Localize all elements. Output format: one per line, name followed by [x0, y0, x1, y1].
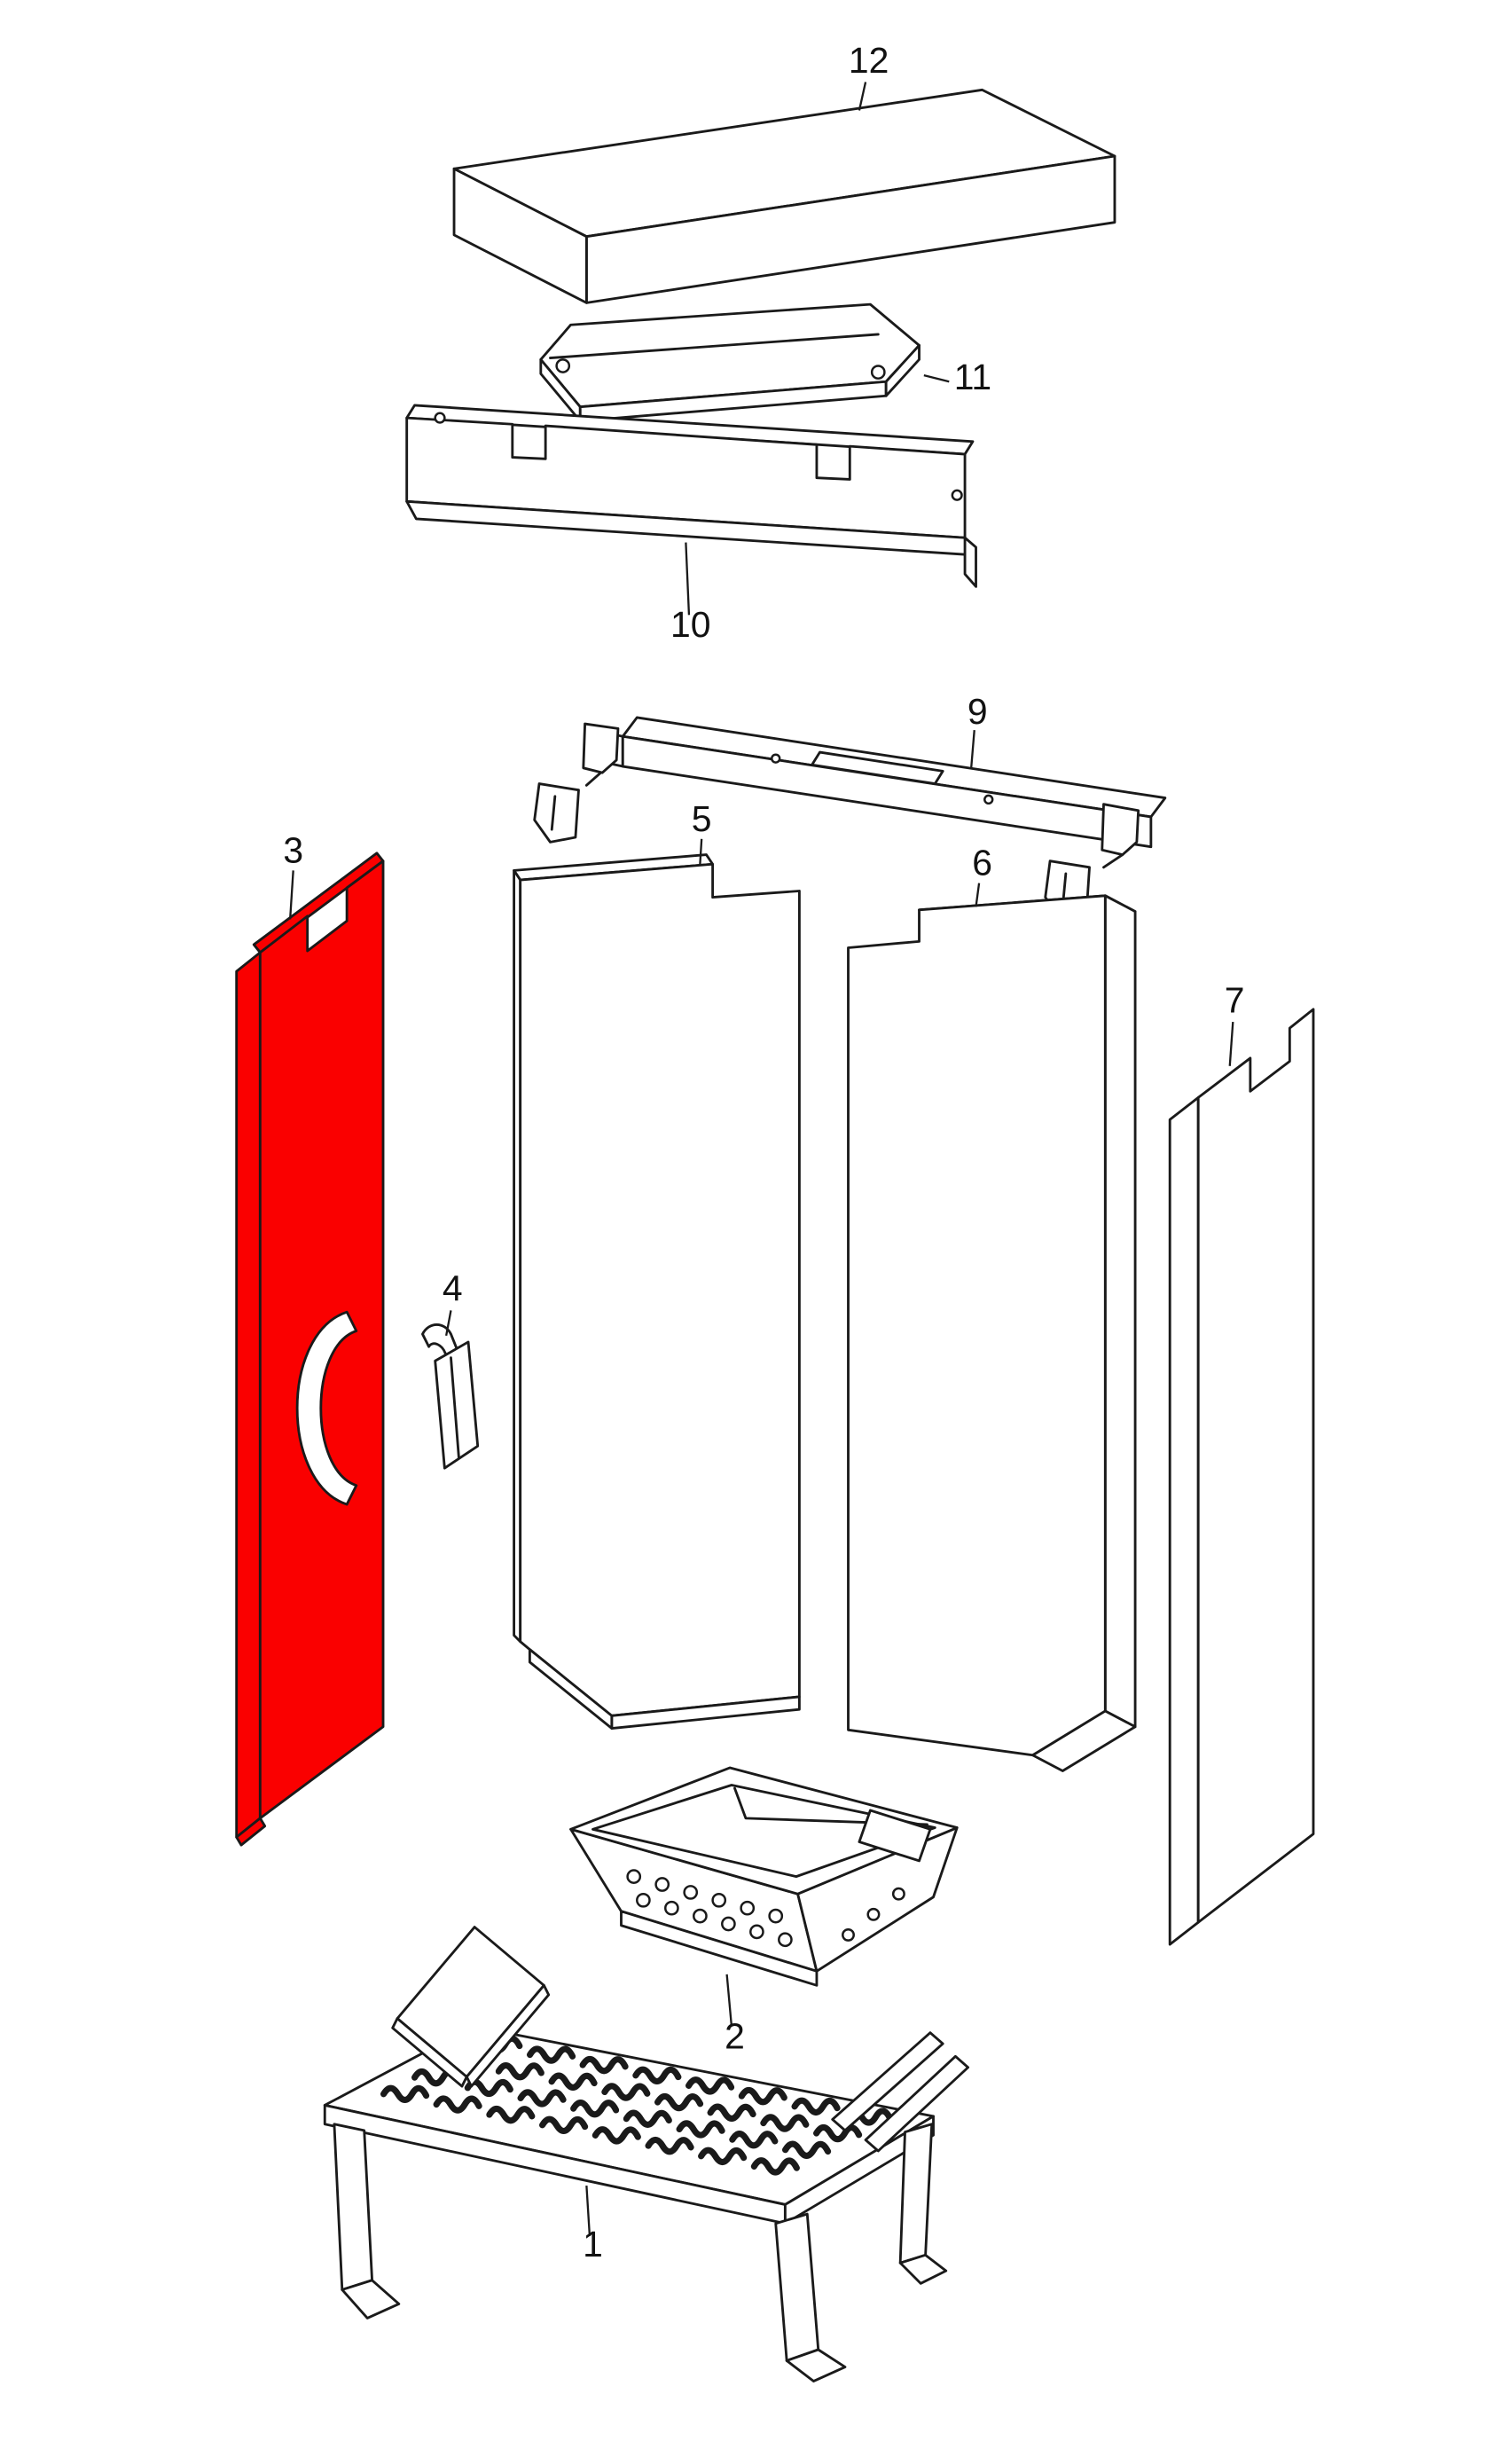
detail-line	[1102, 853, 1124, 869]
part-1-riddle-lever	[831, 2031, 970, 2153]
part-2-base-edge	[620, 1910, 819, 1987]
part-1-leg	[898, 2123, 934, 2265]
part-1-coal-box-edge-right	[465, 1983, 551, 2088]
part-12-left-face	[452, 167, 588, 304]
part-9-right-clip-tab	[1101, 803, 1140, 857]
part-5-chamfer-edge	[528, 1648, 614, 1730]
part-12-top-board: 12	[452, 40, 1116, 304]
part-7-edge-strip	[1168, 1095, 1200, 1946]
hole	[983, 794, 994, 805]
part-11-label: 11	[954, 357, 991, 397]
hole	[434, 412, 446, 424]
part-2-leader-line	[725, 1974, 733, 2027]
part-10-end-tab	[963, 536, 977, 588]
part-1-lever-prong	[864, 2054, 970, 2153]
part-3-edge-strip	[235, 951, 262, 1839]
part-4-plate	[434, 1340, 480, 1470]
detail-line	[550, 795, 557, 831]
part-9-top-frame-rail: 9	[533, 691, 1167, 921]
part-2-rim-inner	[591, 1784, 936, 1879]
part-9-center-recess	[811, 750, 944, 786]
part-3-leader-line	[288, 870, 294, 920]
part-9-leader-line	[970, 730, 975, 768]
part-1-base-stand: 1	[323, 1926, 970, 2382]
part-4-deflector-clip: 4	[421, 1268, 480, 1470]
part-1-foot	[785, 2348, 847, 2382]
part-9-label: 9	[968, 691, 988, 732]
part-3-side-panel-left-highlighted: 3	[235, 829, 385, 1847]
part-11-edge-right	[884, 343, 921, 397]
part-2-grate-basket: 2	[569, 1766, 959, 2056]
part-1-foot	[898, 2253, 948, 2285]
part-6-label: 6	[972, 843, 992, 883]
part-1-coal-box	[391, 1926, 551, 2088]
part-5-label: 5	[692, 798, 712, 839]
hole	[771, 753, 781, 764]
part-1-lever-prong	[831, 2031, 944, 2132]
part-6-leader-line	[975, 883, 981, 907]
part-5-leader-line	[699, 838, 703, 865]
hole	[555, 358, 571, 373]
part-11-baffle-plate: 11	[539, 302, 991, 423]
part-6-front-face	[847, 894, 1107, 1757]
part-2-air-holes	[626, 1869, 905, 1948]
part-6-right-edge	[1103, 894, 1137, 1729]
part-3-bottom-edge	[235, 1817, 267, 1847]
part-7-label: 7	[1225, 979, 1245, 1020]
part-7-side-panel-right: 7	[1168, 979, 1315, 1946]
part-2-rim-notch	[858, 1809, 932, 1863]
part-4-label: 4	[443, 1268, 463, 1309]
detail-line	[450, 1356, 460, 1459]
hole	[951, 489, 963, 501]
part-12-leader-line	[858, 82, 867, 111]
part-1-foot	[341, 2279, 401, 2319]
part-1-leg	[333, 2123, 374, 2291]
part-6-rear-panel-right: 6	[847, 843, 1137, 1772]
hole	[870, 365, 886, 380]
part-3-label: 3	[283, 829, 303, 870]
part-11-fold-line	[549, 333, 880, 359]
part-11-leader-line	[923, 374, 950, 383]
part-1-leader-line	[585, 2186, 591, 2237]
part-2-label: 2	[725, 2015, 745, 2056]
detail-line	[584, 771, 602, 787]
part-9-rail-front-face	[621, 734, 1153, 849]
part-9-left-hook	[533, 782, 580, 844]
part-5-front-face	[519, 862, 801, 1717]
part-9-left-clip-tab	[582, 722, 620, 774]
part-10-leader-line	[685, 542, 691, 616]
part-1-label: 1	[583, 2224, 603, 2265]
part-10-label: 10	[670, 604, 710, 645]
part-1-legs	[333, 2123, 948, 2382]
part-1-coal-box-edge-left	[391, 2017, 468, 2088]
part-3-c-shaped-cutout	[295, 1310, 358, 1506]
part-10-front-bar: 10	[405, 404, 977, 645]
part-7-main-face	[1196, 1008, 1315, 1924]
part-12-label: 12	[849, 40, 889, 81]
part-1-leg	[774, 2212, 820, 2362]
part-7-leader-line	[1228, 1021, 1234, 1066]
part-5-rear-panel-left: 5	[513, 798, 801, 1730]
part-4-leader-line	[445, 1310, 452, 1337]
